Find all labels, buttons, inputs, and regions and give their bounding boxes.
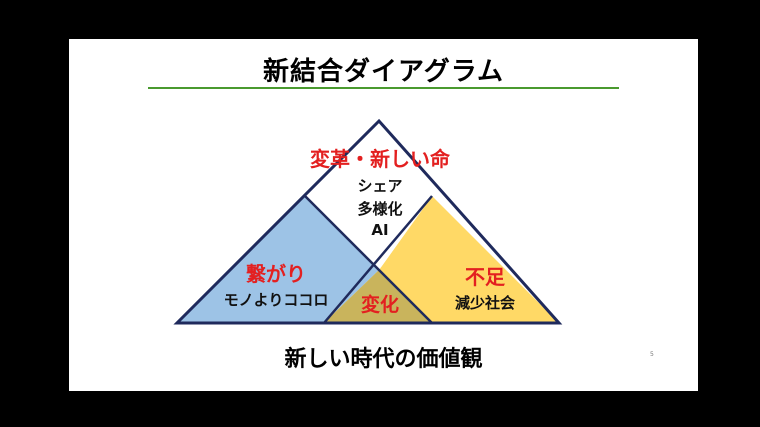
left-black-label: モノよりココロ [223,291,329,309]
page-number: 5 [650,351,654,358]
right-red-label: 不足 [465,265,505,289]
right-black-label: 減少社会 [454,294,515,312]
center-red-label: 変化 [360,294,399,316]
slide-subtitle: 新しい時代の価値観 [284,347,483,372]
slide: 新結合ダイアグラム 変革・新しい命 シェア 多様化 AI 繋がり モノよりココロ… [69,39,698,391]
top-line-2: 多様化 [357,200,403,218]
overlap-region [324,270,432,323]
top-line-3: AI [371,221,389,239]
left-region-upper [177,195,379,323]
top-line-1: シェア [357,177,403,195]
title-underline [148,87,619,89]
left-red-label: 繋がり [246,262,306,286]
slide-title: 新結合ダイアグラム [263,57,504,87]
inner-line-left [303,194,433,324]
outer-triangle [173,118,563,325]
inner-line-right [323,195,433,324]
triangle-diagram [173,118,563,325]
top-red-label: 変革・新しい命 [310,147,450,171]
